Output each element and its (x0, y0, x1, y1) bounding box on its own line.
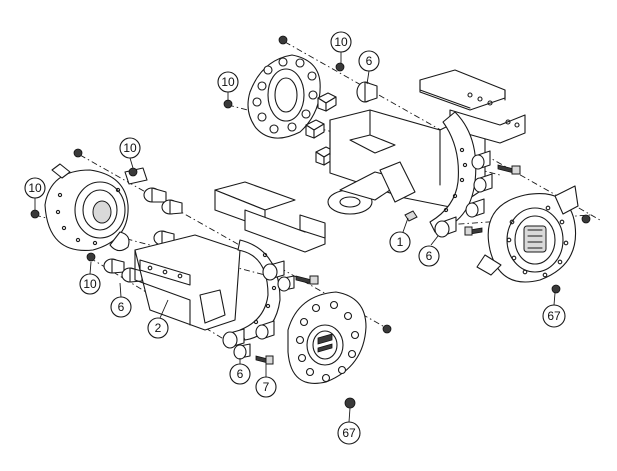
svg-text:2: 2 (155, 321, 162, 335)
svg-text:6: 6 (237, 367, 244, 381)
callout-67-right: 67 (542, 304, 566, 328)
svg-text:10: 10 (221, 75, 235, 89)
callout-10-top-b: 10 (217, 71, 239, 93)
svg-text:7: 7 (263, 380, 270, 394)
front-side-hardware (222, 260, 319, 365)
callout-6-left: 6 (110, 296, 132, 318)
svg-text:6: 6 (426, 249, 433, 263)
rear-side-hardware (434, 150, 521, 238)
svg-text:67: 67 (547, 309, 561, 323)
callout-1: 1 (389, 231, 411, 253)
callout-6-bottom: 6 (229, 363, 251, 385)
front-nuts (30, 148, 392, 409)
callout-10-top-a: 10 (330, 31, 352, 53)
leader-lines (34, 52, 556, 423)
rear-axle-assembly (223, 35, 601, 294)
svg-text:6: 6 (118, 300, 125, 314)
callout-6-right: 6 (418, 245, 440, 267)
front-left-hub (44, 163, 148, 252)
svg-text:1: 1 (397, 235, 404, 249)
svg-text:10: 10 (123, 141, 137, 155)
callout-2: 2 (147, 317, 169, 339)
front-right-flange-plate (287, 291, 367, 384)
rear-upper-flange-plate (247, 54, 321, 139)
svg-text:10: 10 (334, 35, 348, 49)
svg-text:10: 10 (28, 181, 42, 195)
svg-text:10: 10 (83, 277, 97, 291)
callout-67-bottom: 67 (337, 421, 361, 445)
callout-10-left-a: 10 (119, 137, 141, 159)
svg-text:6: 6 (366, 54, 373, 68)
callout-6-top: 6 (358, 50, 380, 72)
svg-text:67: 67 (342, 426, 356, 440)
rear-nuts (223, 35, 591, 294)
callout-10-left-c: 10 (79, 273, 101, 295)
front-axle-assembly (30, 148, 392, 409)
callout-7: 7 (255, 376, 277, 398)
rear-right-hub (476, 185, 579, 283)
callout-10-left-b: 10 (24, 177, 46, 199)
